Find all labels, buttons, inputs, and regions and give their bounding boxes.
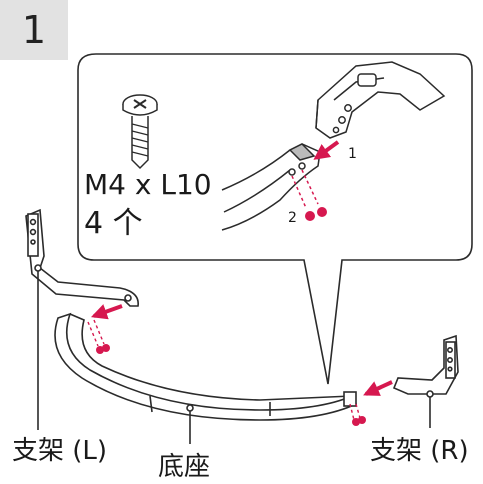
base-part [54,312,358,421]
step-number-badge: 1 [0,0,68,60]
detail-screw-path [291,169,319,209]
stand-right-part [392,334,459,395]
base-screws-right [352,416,366,426]
arrow-icon [90,304,123,320]
leader-lines [34,264,434,444]
part-label-stand-left: 支架 (L) [12,436,108,466]
zoom-callout-bubble [77,53,473,385]
part-label-base: 底座 [158,452,211,482]
base-screw-path-left [87,319,105,347]
screw-spec-label: M4 x L10 [84,168,212,201]
callout-number-1: 1 [348,146,357,162]
base-screw-path-right [349,403,361,421]
stand-left-part [25,208,139,307]
detail-stand-neck [315,61,446,139]
part-label-stand-right: 支架 (R) [370,436,469,466]
detail-screws [305,207,327,221]
step-number: 1 [21,8,47,52]
arrow-icon [363,380,393,396]
screw-icon [122,94,158,170]
callout-number-2: 2 [288,210,297,226]
screw-quantity-label: 4 个 [84,206,143,241]
base-screws-left [96,344,110,354]
arrow-icon [313,140,340,160]
